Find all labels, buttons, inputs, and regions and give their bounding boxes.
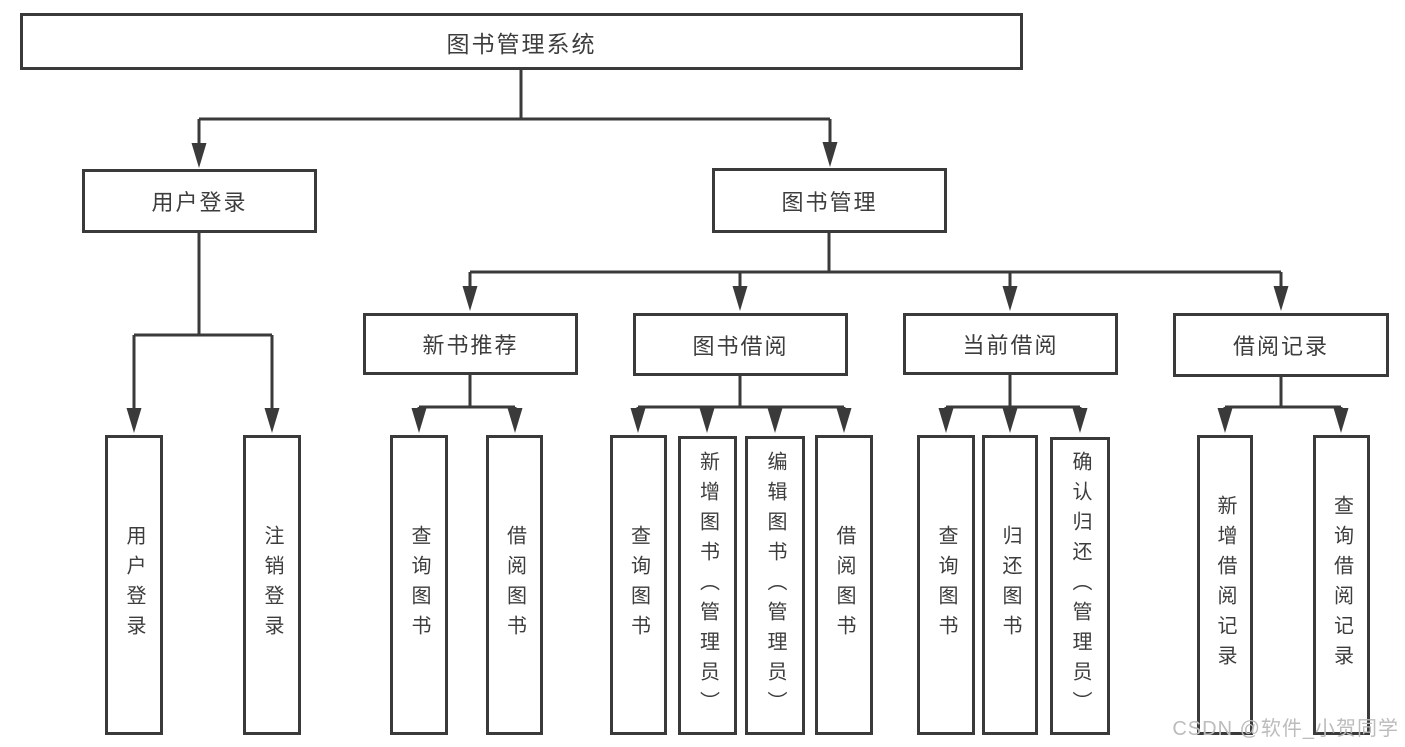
leaf-current-return-book: 归还图书 — [982, 435, 1038, 735]
node-label: 借阅图书 — [833, 525, 855, 645]
node-label: 新增图书（管理员） — [696, 450, 719, 721]
leaf-borrow-add-book-admin: 新增图书（管理员） — [678, 436, 737, 735]
node-borrow-record: 借阅记录 — [1173, 313, 1389, 377]
node-label: 图书管理 — [781, 189, 878, 215]
leaf-borrow-query-book: 查询图书 — [610, 435, 667, 735]
node-label: 查询借阅记录 — [1330, 495, 1353, 675]
leaf-record-add-borrow-record: 新增借阅记录 — [1197, 435, 1253, 735]
leaf-borrow-borrow-book: 借阅图书 — [815, 435, 873, 735]
node-label: 查询图书 — [935, 525, 957, 645]
node-user-login: 用户登录 — [82, 169, 317, 233]
node-label: 借阅图书 — [503, 525, 526, 645]
node-label: 归还图书 — [999, 525, 1021, 645]
node-book-borrow: 图书借阅 — [633, 313, 848, 376]
leaf-newbook-borrow-book: 借阅图书 — [486, 435, 543, 735]
node-new-book-recommend: 新书推荐 — [363, 313, 578, 375]
node-label: 查询图书 — [408, 525, 430, 645]
leaf-user-login: 用户登录 — [105, 435, 163, 735]
csdn-watermark: CSDN @软件_小贺同学 — [1172, 718, 1399, 740]
node-label: 查询图书 — [627, 525, 650, 645]
node-label: 用户登录 — [151, 190, 248, 215]
node-label: 新增借阅记录 — [1214, 495, 1236, 675]
node-label: 用户登录 — [123, 525, 145, 645]
node-label: 图书借阅 — [692, 333, 789, 359]
node-label: 确认归还（管理员） — [1069, 451, 1091, 721]
leaf-borrow-edit-book-admin: 编辑图书（管理员） — [745, 436, 805, 735]
leaf-newbook-query-book: 查询图书 — [390, 435, 448, 735]
leaf-record-query-borrow-record: 查询借阅记录 — [1313, 435, 1370, 735]
node-label: 图书管理系统 — [446, 30, 597, 57]
node-label: 借阅记录 — [1232, 334, 1329, 359]
leaf-current-query-book: 查询图书 — [917, 435, 975, 735]
node-label: 当前借阅 — [962, 333, 1059, 358]
node-current-borrow: 当前借阅 — [903, 313, 1118, 375]
node-label: 新书推荐 — [422, 333, 519, 358]
node-library-management-system: 图书管理系统 — [20, 13, 1023, 70]
node-label: 编辑图书（管理员） — [764, 450, 786, 721]
leaf-logout: 注销登录 — [243, 435, 301, 735]
leaf-current-confirm-return-admin: 确认归还（管理员） — [1050, 437, 1110, 735]
node-label: 注销登录 — [261, 525, 283, 645]
node-book-management: 图书管理 — [712, 168, 947, 233]
